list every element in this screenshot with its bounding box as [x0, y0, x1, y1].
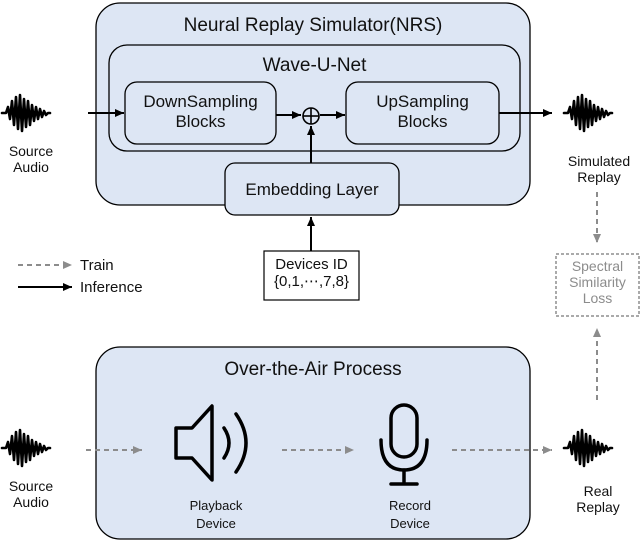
devices-id-box	[263, 250, 360, 301]
wave-u-net-title: Wave-U-Net	[262, 55, 367, 76]
waveform-icon	[562, 428, 614, 468]
ota-title: Over-the-Air Process	[224, 359, 402, 380]
plus-icon	[302, 107, 320, 125]
legend-inference-label: Inference	[80, 279, 143, 296]
microphone-icon	[379, 403, 429, 486]
waveform-icon	[0, 93, 52, 133]
downsampling-box	[124, 81, 277, 145]
waveform-icon	[0, 428, 52, 468]
embedding-label: Embedding Layer	[245, 180, 379, 199]
spectral-loss-box	[555, 253, 640, 317]
ota-panel	[95, 346, 531, 540]
nrs-title: Neural Replay Simulator(NRS)	[183, 15, 443, 36]
legend-train-label: Train	[80, 257, 114, 274]
devices-id-label: Devices ID{0,1,⋯,7,8}	[273, 256, 350, 291]
waveform-icon	[562, 93, 614, 133]
speaker-icon	[174, 404, 248, 482]
